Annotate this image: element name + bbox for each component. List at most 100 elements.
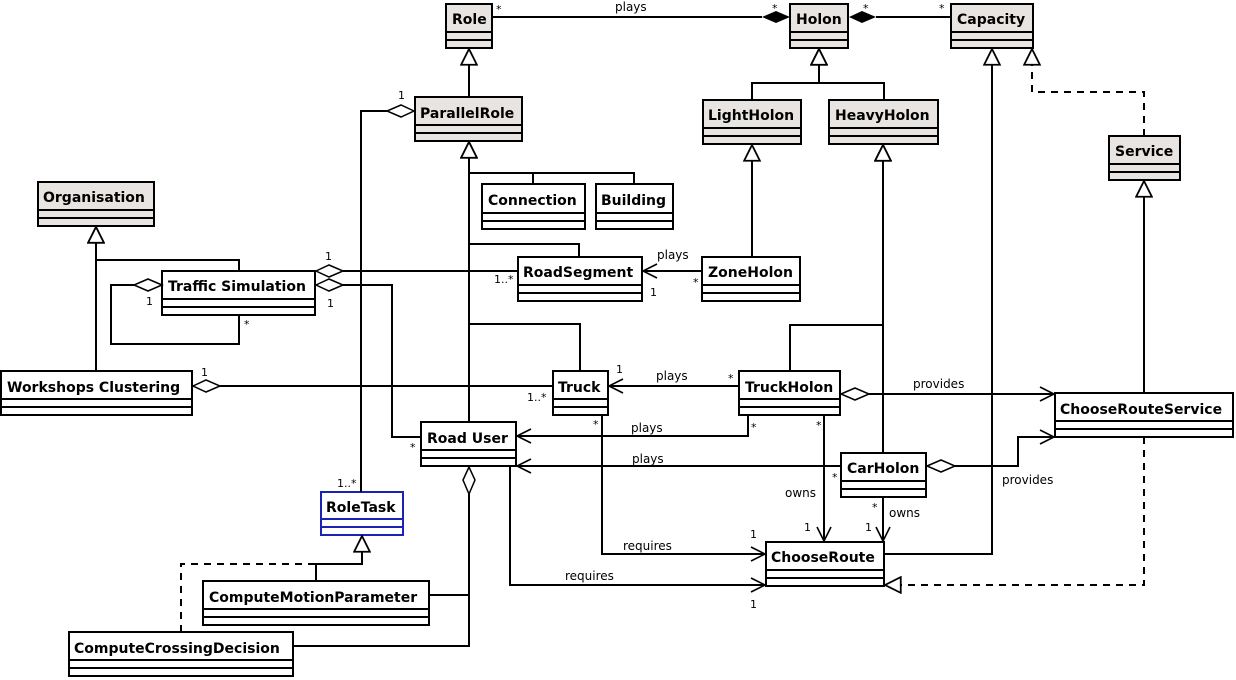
mult-truck-plays: 1 — [616, 363, 623, 376]
label-truck-requires: requires — [623, 539, 672, 553]
assoc-carholon-provides-chooserouteservice — [955, 437, 1054, 467]
class-name: Workshops Clustering — [7, 380, 180, 396]
mult-truckholon-owns: * — [816, 419, 822, 432]
class-name: Organisation — [43, 190, 145, 206]
mult-trafficsim-roaduser: 1 — [327, 297, 334, 310]
class-heavy-holon[interactable]: HeavyHolon — [828, 99, 939, 145]
class-compute-crossing-decision[interactable]: ComputeCrossingDecision — [68, 631, 294, 677]
mult-role-plays: * — [496, 3, 502, 16]
mult-roaduser: * — [410, 441, 416, 454]
assoc-trafficsim-self — [110, 284, 240, 345]
class-compute-motion-parameter[interactable]: ComputeMotionParameter — [202, 580, 430, 626]
gen-roadsegment-parallelrole — [469, 243, 580, 257]
class-name: HeavyHolon — [835, 108, 930, 124]
class-holon[interactable]: Holon — [789, 3, 849, 49]
label-truckholon-provides: provides — [913, 377, 964, 391]
label-zone-plays: plays — [657, 248, 689, 262]
mult-truckholon-roaduser: * — [751, 421, 757, 434]
mult-capacity: * — [939, 2, 945, 15]
aggregation-diamond-roaduser — [462, 465, 476, 496]
class-truck[interactable]: Truck — [552, 370, 609, 416]
realization-service-capacity — [1032, 49, 1145, 136]
assoc-truck-requires-chooseroute — [601, 415, 765, 554]
label-carholon-owns: owns — [889, 506, 920, 520]
mult-holon-role: * — [772, 2, 778, 15]
class-role-task[interactable]: RoleTask — [320, 491, 404, 536]
assoc-roaduser-computetasks — [293, 494, 470, 647]
aggregation-diamond-trafficsim-self — [132, 278, 164, 292]
label-truckholon-plays-truck: plays — [656, 369, 688, 383]
gen-trafficsimulation-organisation — [96, 227, 240, 271]
gen-building-parallelrole — [469, 172, 635, 184]
label-truckholon-owns: owns — [785, 486, 816, 500]
mult-zoneholon: * — [693, 276, 699, 289]
class-light-holon[interactable]: LightHolon — [702, 99, 802, 145]
label-role-plays: plays — [615, 0, 647, 14]
mult-truck-requires: * — [593, 418, 599, 431]
class-capacity[interactable]: Capacity — [950, 3, 1034, 49]
class-name: ParallelRole — [420, 106, 514, 122]
label-carholon-plays: plays — [632, 452, 664, 466]
aggregation-diamond-workshops — [191, 379, 222, 393]
mult-chooseroute-requires-roaduser: 1 — [750, 598, 757, 611]
class-choose-route-service[interactable]: ChooseRouteService — [1054, 392, 1234, 438]
class-name: Capacity — [957, 12, 1025, 28]
class-name: RoadSegment — [523, 265, 634, 281]
mult-carholon-plays: * — [832, 471, 838, 484]
realization-chooserouteservice-chooseroute — [885, 437, 1145, 585]
class-name: ZoneHolon — [708, 265, 793, 281]
composition-diamond-holon-capacity — [849, 11, 876, 23]
gen-chooseroute-capacity — [884, 49, 992, 555]
realization-computecrossing-roletask — [180, 563, 316, 632]
class-car-holon[interactable]: CarHolon — [840, 452, 927, 498]
class-zone-holon[interactable]: ZoneHolon — [701, 256, 801, 302]
class-name: Road User — [427, 431, 508, 447]
class-name: ComputeCrossingDecision — [74, 641, 280, 657]
class-service[interactable]: Service — [1108, 135, 1181, 181]
gen-heavyholon-holon — [819, 49, 885, 100]
class-traffic-simulation[interactable]: Traffic Simulation — [161, 270, 316, 316]
assoc-parallelrole-roletask — [360, 110, 387, 492]
class-name: ComputeMotionParameter — [209, 590, 417, 606]
class-name: Holon — [796, 12, 842, 28]
aggregation-diamond-trafficsim-roaduser — [314, 278, 345, 292]
class-choose-route[interactable]: ChooseRoute — [765, 541, 885, 587]
class-name: Building — [601, 193, 666, 209]
class-role[interactable]: Role — [445, 3, 493, 49]
mult-trafficsim-self-left: 1 — [146, 295, 153, 308]
class-name: Connection — [488, 193, 577, 209]
mult-roadsegment-right: 1 — [650, 286, 657, 299]
class-name: Service — [1115, 144, 1173, 160]
label-roaduser-requires: requires — [565, 569, 614, 583]
label-truckholon-plays-roaduser: plays — [631, 421, 663, 435]
mult-chooseroute-owns-truck: 1 — [804, 521, 811, 534]
mult-workshops: 1 — [201, 366, 208, 379]
class-building[interactable]: Building — [595, 183, 674, 230]
assoc-truckholon-plays-roaduser — [517, 415, 749, 436]
mult-chooseroute-owns-car: 1 — [865, 521, 872, 534]
class-road-segment[interactable]: RoadSegment — [517, 256, 643, 302]
composition-diamond-role-holon — [762, 11, 790, 23]
mult-trafficsim-top: 1 — [325, 250, 332, 263]
class-truck-holon[interactable]: TruckHolon — [738, 370, 841, 416]
class-name: ChooseRoute — [771, 550, 875, 566]
class-workshops-clustering[interactable]: Workshops Clustering — [0, 370, 193, 416]
class-name: LightHolon — [708, 108, 794, 124]
mult-carholon-owns: * — [872, 501, 878, 514]
gen-lightholon-holon — [751, 49, 819, 100]
mult-truck-workshops: 1..* — [527, 391, 547, 404]
class-organisation[interactable]: Organisation — [37, 181, 155, 227]
mult-truckholon-plays: * — [728, 372, 734, 385]
gen-truck-parallelrole — [469, 323, 581, 371]
class-name: ChooseRouteService — [1060, 402, 1222, 418]
class-name: Traffic Simulation — [168, 279, 306, 295]
class-parallel-role[interactable]: ParallelRole — [414, 96, 523, 142]
gen-computemotion-roletask — [315, 536, 362, 581]
class-road-user[interactable]: Road User — [420, 421, 517, 467]
aggregation-diamond-parallelrole — [385, 104, 416, 118]
mult-holon-capacity: * — [863, 2, 869, 15]
gen-truckholon-heavyholon — [789, 145, 883, 371]
aggregation-diamond-truckholon — [839, 387, 871, 401]
class-connection[interactable]: Connection — [481, 183, 586, 230]
